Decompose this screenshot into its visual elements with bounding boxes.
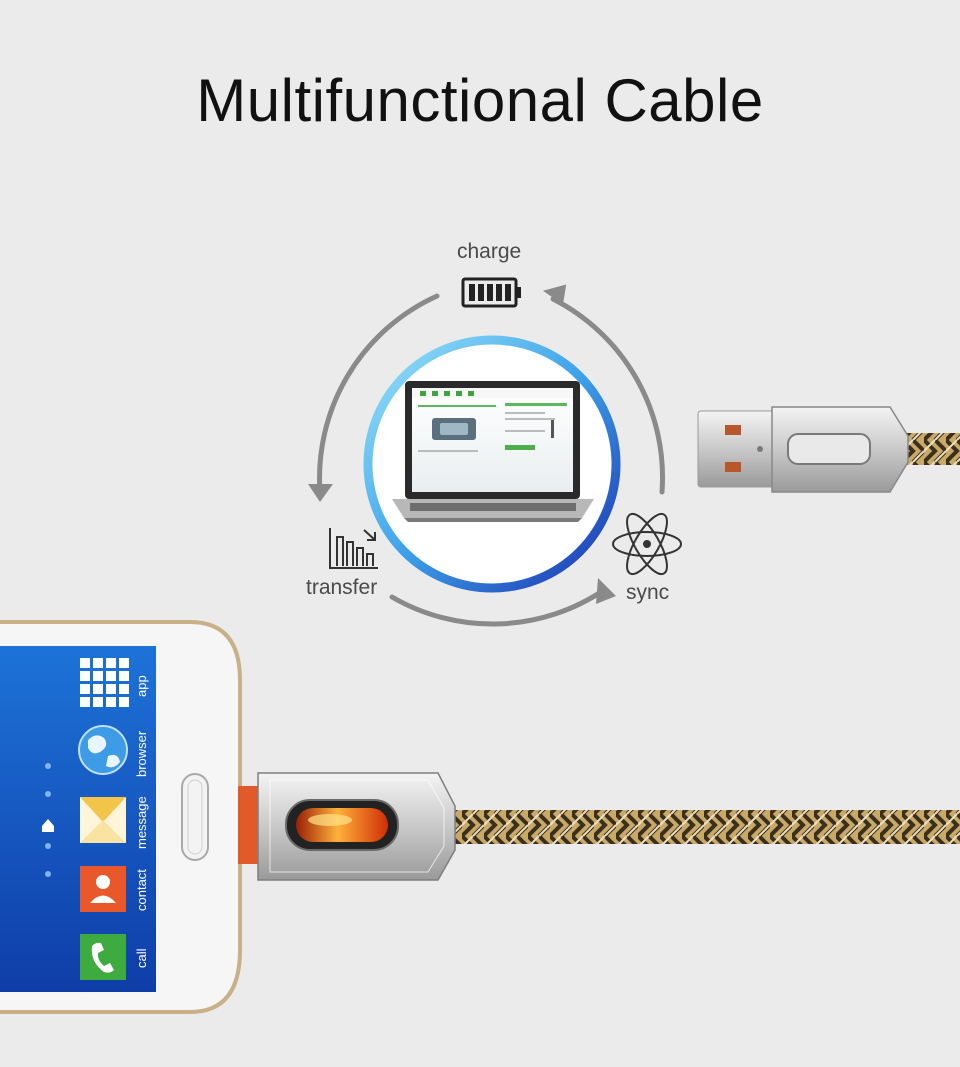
phone-app-label: app [134, 675, 149, 697]
phone [0, 620, 242, 1014]
arrow-bottom [389, 587, 607, 627]
phone-call-label: call [134, 948, 149, 968]
atom-sync-icon [612, 512, 682, 576]
arrow-right [550, 296, 666, 495]
phone-contact-label: contact [134, 869, 149, 911]
phone-browser-label: browser [134, 730, 149, 777]
cycle-arrows [317, 293, 666, 627]
message-envelope-icon [80, 797, 126, 843]
contact-icon [80, 866, 126, 912]
charge-label: charge [457, 240, 522, 263]
call-icon [80, 934, 126, 980]
phone-message-label: message [134, 796, 149, 849]
laptop [392, 381, 594, 522]
transfer-label: transfer [306, 576, 378, 599]
micro-usb-connector [238, 772, 960, 881]
arrow-top-left [317, 293, 440, 495]
battery-icon [461, 277, 521, 308]
transfer-chart-icon [329, 528, 378, 569]
sync-label: sync [626, 581, 670, 604]
page-title: Multifunctional Cable [196, 67, 764, 134]
usb-connector [697, 406, 960, 493]
browser-globe-icon [78, 725, 128, 775]
app-grid-icon [80, 658, 129, 707]
